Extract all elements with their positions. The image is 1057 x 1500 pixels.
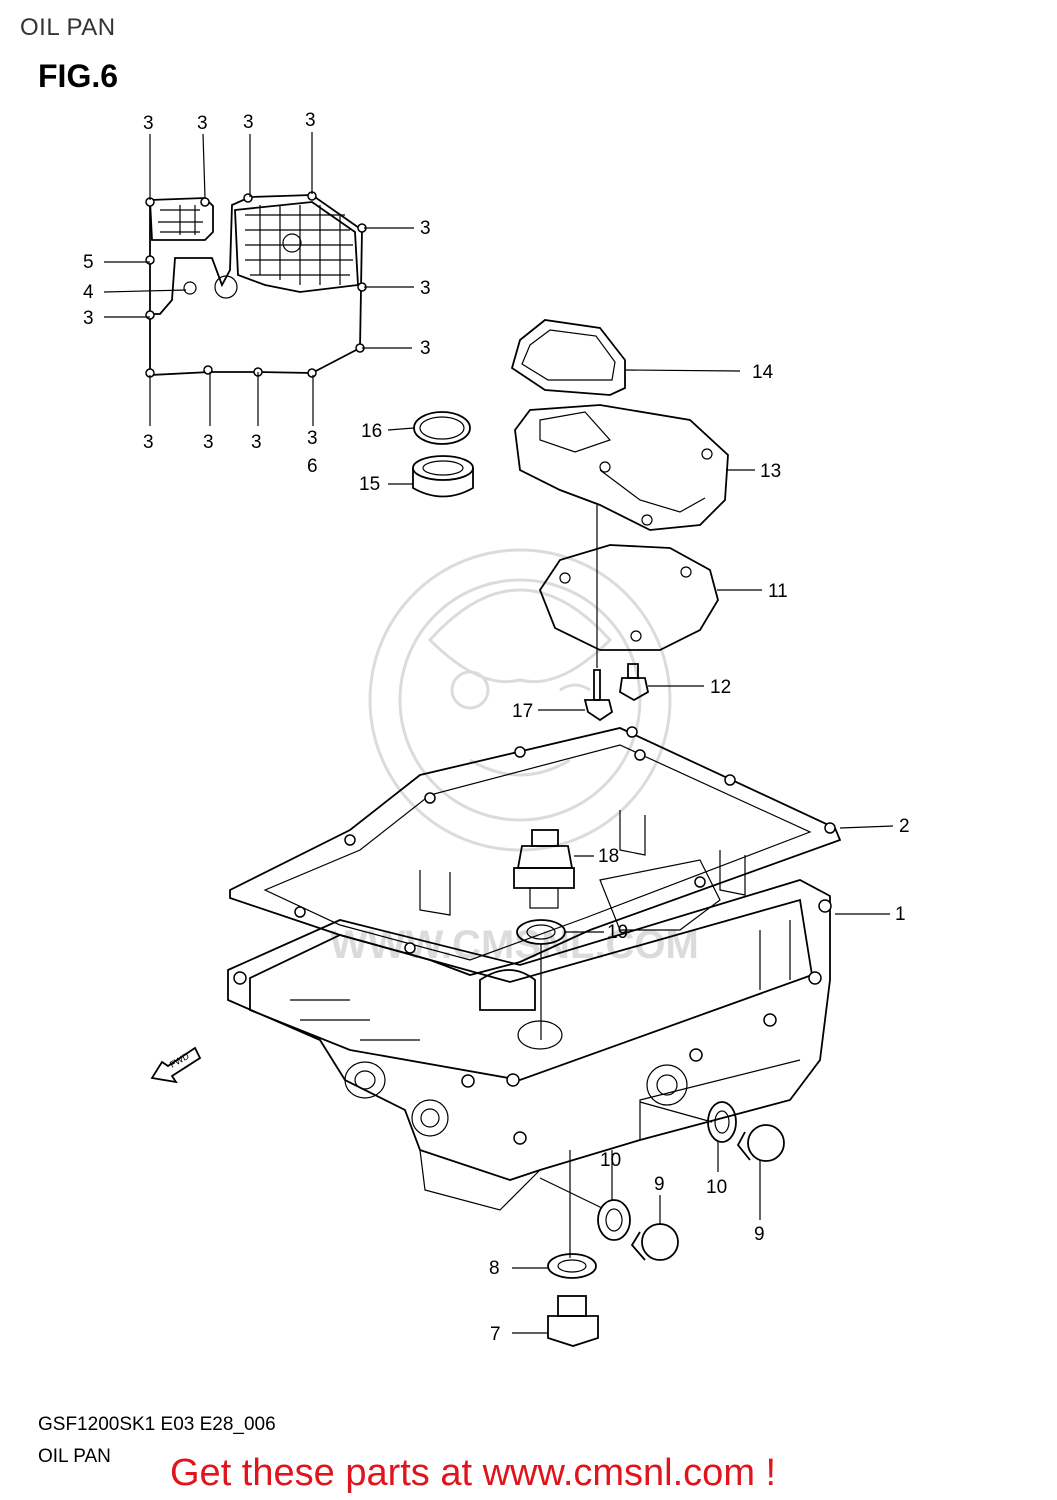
callout-3: 3 — [420, 278, 431, 299]
callout-numbers: 3 3 3 3 3 3 3 5 4 3 3 3 3 3 6 14 13 11 1… — [83, 110, 910, 1345]
part-13-strainer — [514, 404, 729, 531]
figure-label: FIG.6 — [38, 58, 119, 94]
callout-6: 6 — [307, 456, 318, 477]
callout-11: 11 — [768, 581, 788, 602]
part-15-seal — [412, 455, 474, 498]
forward-arrow-icon: FWD — [150, 1046, 202, 1084]
callout-3: 3 — [307, 428, 318, 449]
part-18-oil-pressure-switch — [513, 829, 575, 909]
callout-12: 12 — [710, 677, 731, 698]
callout-4: 4 — [83, 282, 94, 303]
part-14-gasket — [510, 319, 626, 396]
callout-10: 10 — [600, 1150, 621, 1171]
section-name: OIL PAN — [38, 1446, 111, 1467]
part-8-washer — [547, 1253, 597, 1279]
callout-17: 17 — [512, 701, 533, 722]
watermark: WWW.CMSNL.COM — [330, 548, 699, 967]
callout-1: 1 — [895, 904, 906, 925]
callout-7: 7 — [490, 1324, 501, 1345]
callout-10: 10 — [706, 1177, 727, 1198]
callout-8: 8 — [489, 1258, 500, 1279]
callout-3: 3 — [305, 110, 316, 131]
page-title: OIL PAN — [20, 14, 116, 41]
model-code: GSF1200SK1 E03 E28_006 — [38, 1414, 276, 1435]
part-7-drain-plug — [547, 1295, 599, 1347]
callout-3: 3 — [203, 432, 214, 453]
callout-3: 3 — [420, 218, 431, 239]
callout-15: 15 — [359, 474, 380, 495]
callout-3: 3 — [251, 432, 262, 453]
callout-18: 18 — [598, 846, 619, 867]
callout-14: 14 — [752, 362, 774, 383]
oil-pan-gasket-detail — [145, 191, 367, 378]
part-9-plug-lower — [630, 1223, 679, 1261]
callout-3: 3 — [243, 112, 254, 133]
callout-3: 3 — [197, 113, 208, 134]
callout-3: 3 — [143, 113, 154, 134]
callout-3: 3 — [143, 432, 154, 453]
callout-5: 5 — [83, 252, 94, 273]
callout-19: 19 — [607, 922, 628, 943]
callout-13: 13 — [760, 461, 781, 482]
callout-3: 3 — [83, 308, 94, 329]
callout-16: 16 — [361, 421, 382, 442]
part-17-bolt — [583, 505, 614, 722]
callout-3: 3 — [420, 338, 431, 359]
part-12-bolt — [619, 663, 650, 702]
callout-9: 9 — [654, 1174, 665, 1195]
callout-2: 2 — [899, 816, 910, 837]
part-9-plug-right — [736, 1124, 785, 1162]
part-10-washer-right — [707, 1101, 737, 1143]
callout-9: 9 — [754, 1224, 765, 1245]
part-1-oil-pan — [227, 810, 832, 1211]
part-10-washer-lower — [597, 1199, 631, 1241]
promo-link[interactable]: Get these parts at www.cmsnl.com ! — [170, 1452, 777, 1494]
part-11-gasket — [538, 544, 719, 651]
